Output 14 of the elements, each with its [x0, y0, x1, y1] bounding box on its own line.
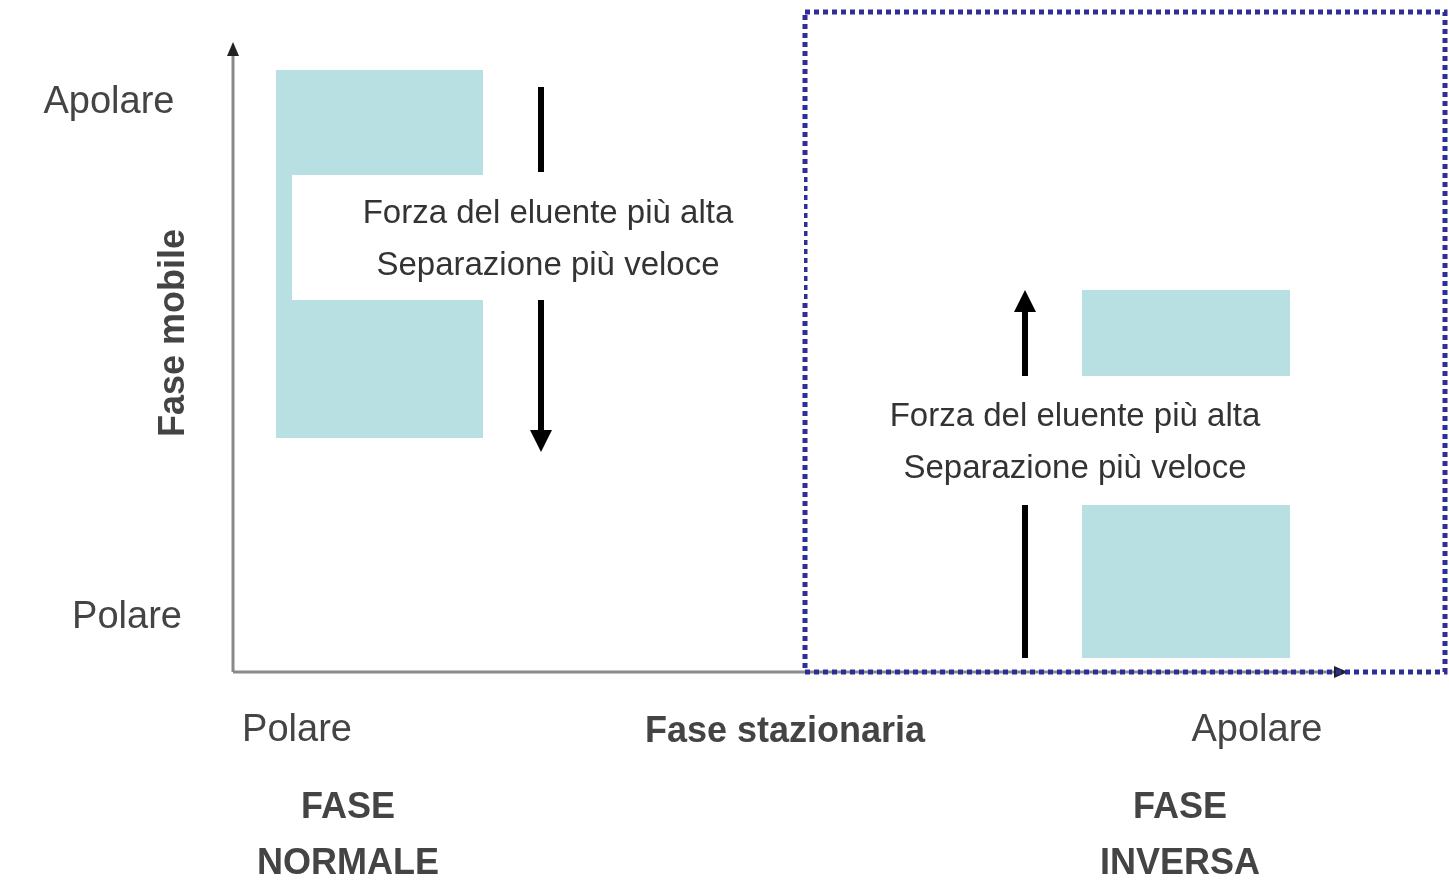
node-text: Forza del eluente più alta Separazione più veloce: [361, 191, 735, 284]
bar: [276, 300, 483, 438]
node-text: Forza del eluente più alta Separazione più veloce: [888, 394, 1262, 487]
axis-title: Fase stazionaria: [644, 709, 926, 751]
bar: [1082, 290, 1290, 376]
axis-value-label: Apolare: [43, 78, 175, 122]
section-heading: FASE NORMALE: [256, 784, 440, 884]
axis-value-label: Polare: [242, 706, 352, 750]
axis-title: Fase mobile: [151, 228, 193, 438]
axis-value-label: Polare: [72, 593, 182, 637]
axis-value-label: Apolare: [1191, 706, 1323, 750]
section-heading: FASE INVERSA: [1099, 784, 1261, 884]
bar: [1082, 505, 1290, 658]
bar: [276, 70, 483, 175]
